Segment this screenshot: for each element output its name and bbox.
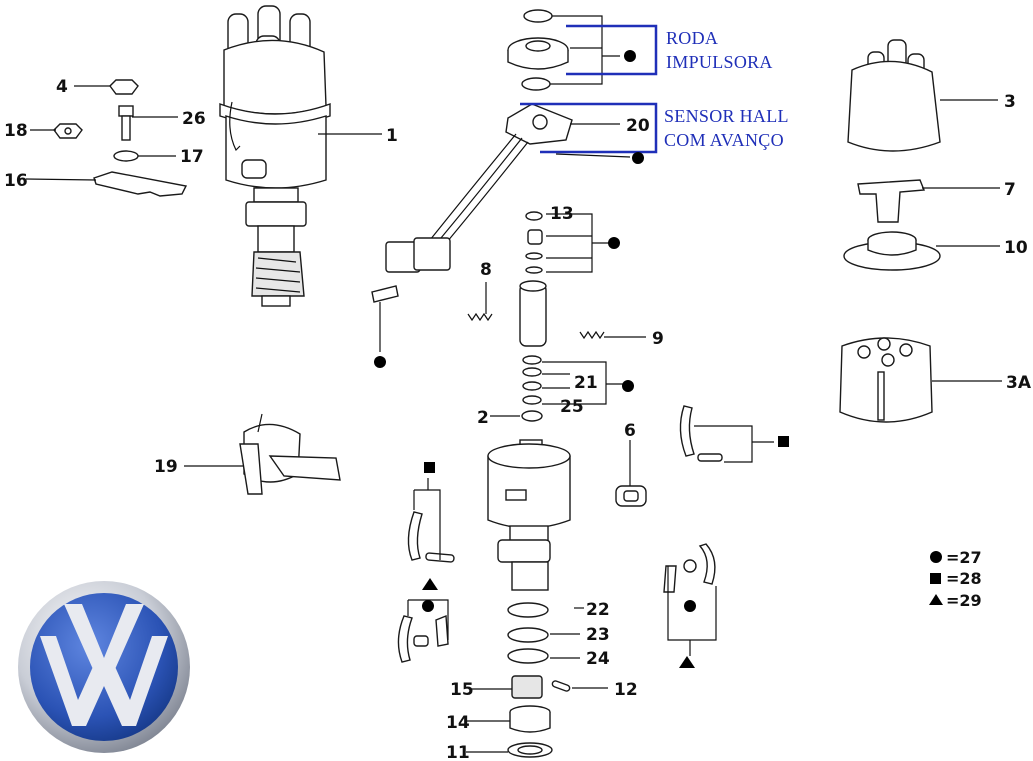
sensor-label-line2: COM AVANÇO [664,130,784,150]
nut-4-drawing [109,79,139,95]
bushing-14-drawing [509,705,551,733]
washer-17-drawing [113,150,139,162]
distributor-housing-drawing [487,439,571,591]
callout-24: 24 [586,649,610,669]
callout-19: 19 [154,457,178,477]
callout-22: 22 [586,600,610,620]
grommet-6-drawing [615,485,647,507]
leader-lines [25,15,1002,753]
callout-2: 2 [477,408,489,428]
callout-11: 11 [446,743,470,761]
callout-labels: 1 2 3 3A 4 6 7 8 9 10 11 12 13 14 15 16 … [4,77,1032,761]
roda-label-line2: IMPULSORA [666,52,773,72]
callout-3: 3 [1004,92,1016,112]
callout-20: 20 [626,116,650,136]
callout-7: 7 [1004,180,1016,200]
callout-25: 25 [560,397,584,417]
spring-8-drawing [467,312,493,322]
washers-21-25-drawing [521,355,543,422]
symbols [374,50,789,668]
distributor-assembly-drawing [219,5,331,307]
callout-26: 26 [182,109,206,129]
callout-14: 14 [446,713,470,733]
spring-9-drawing [579,330,605,340]
callout-8: 8 [480,260,492,280]
callout-15: 15 [450,680,474,700]
clip-group-28-right-drawing [679,405,723,462]
cap-3-drawing [847,39,941,152]
drive-gear-15-drawing [511,675,543,699]
legend-triangle-text: =29 [946,591,982,610]
callout-23: 23 [586,625,610,645]
callout-9: 9 [652,329,664,349]
vacuum-unit-19-drawing [239,413,341,495]
vw-logo [18,581,190,753]
pin-12-drawing [551,680,571,692]
callout-6: 6 [624,421,636,441]
legend-square-icon [930,573,941,584]
legend-circle-icon [930,551,942,563]
dust-shield-10-drawing [843,231,941,271]
clip-group-28-left-drawing [407,511,455,563]
callout-13: 13 [550,204,574,224]
roda-label-line1: RODA [666,28,718,48]
callout-17: 17 [180,147,204,167]
bracket-16-drawing [93,171,188,197]
callout-21: 21 [574,373,598,393]
nut-18-drawing [53,123,83,139]
roda-impulsora-bracket [566,24,658,76]
symbol-legend: =27 =28 =29 [929,548,982,610]
shaft-cam-drawing [519,280,547,347]
sensor-hall-bracket [520,102,658,154]
clip-group-29-drawing [397,614,449,663]
legend-square-text: =28 [946,569,982,588]
clip-group-27-right-drawing [663,543,716,593]
callout-10: 10 [1004,238,1028,258]
callout-1: 1 [386,126,398,146]
bolt-26-drawing [118,105,134,141]
washer-11-drawing [507,742,553,758]
callout-4: 4 [56,77,68,97]
callout-18: 18 [4,121,28,141]
sensor-label-line1: SENSOR HALL [664,106,789,126]
callout-16: 16 [4,171,28,191]
shims-drawing [507,602,549,664]
legend-circle-text: =27 [946,548,982,567]
callout-3a: 3A [1006,373,1032,393]
rotor-7-drawing [857,179,926,223]
trigger-wheel-drawing [507,9,569,91]
cap-3a-drawing [839,337,933,423]
callout-12: 12 [614,680,638,700]
legend-triangle-icon [929,594,943,605]
clip-13-stack-drawing [525,211,543,274]
hall-sensor-drawing [371,103,573,303]
